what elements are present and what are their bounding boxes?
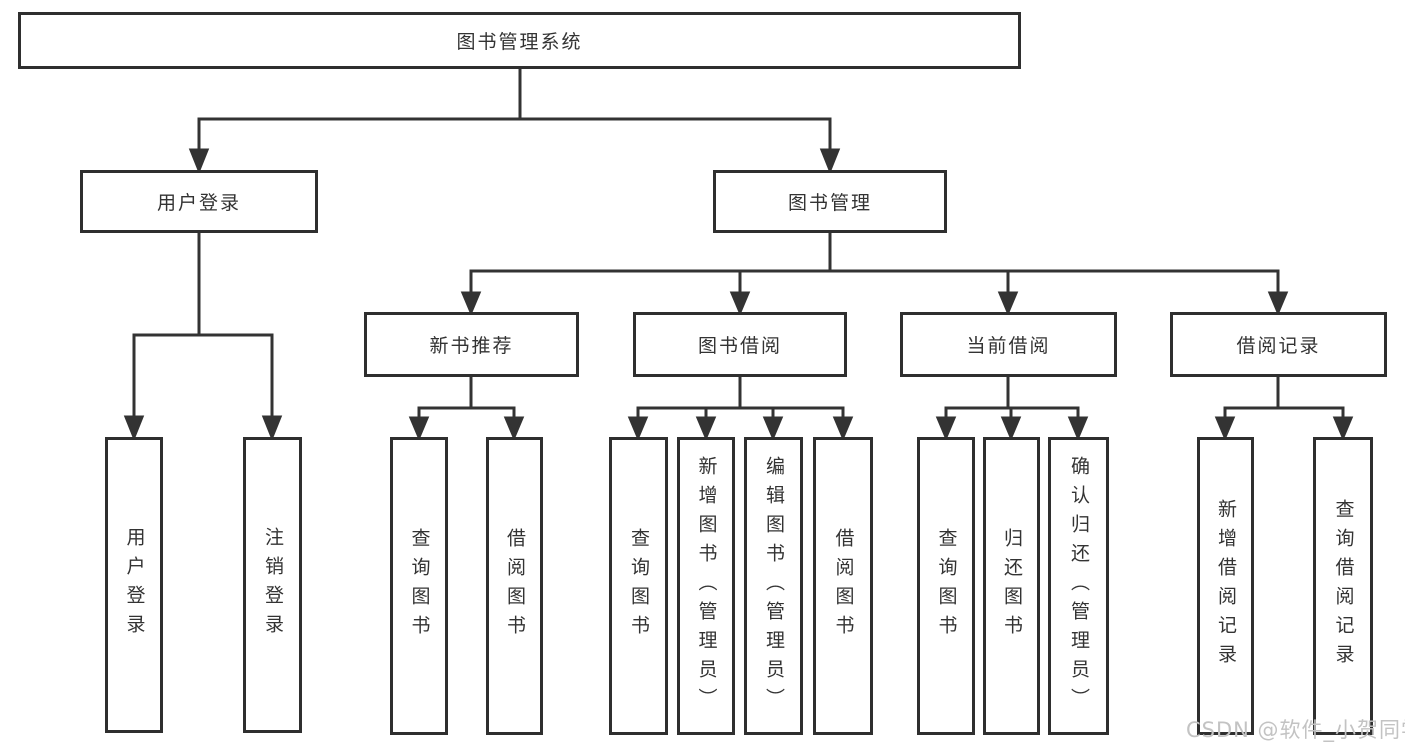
node-borrow-records: 借阅记录 xyxy=(1170,312,1387,377)
leaf-recommend-query-books: 查询图书 xyxy=(390,437,448,735)
connector-book-borrow-to-leaves xyxy=(627,377,854,441)
arrow-down-icon xyxy=(188,148,210,175)
node-user-login: 用户登录 xyxy=(80,170,318,233)
arrow-down-icon xyxy=(997,291,1019,316)
arrow-down-icon xyxy=(1267,291,1289,316)
arrow-down-icon xyxy=(935,416,957,441)
arrow-down-icon xyxy=(1000,416,1022,441)
connector-book-management-to-level3 xyxy=(460,233,1289,316)
arrow-down-icon xyxy=(762,416,784,441)
arrow-down-icon xyxy=(819,148,841,175)
node-book-management: 图书管理 xyxy=(713,170,947,233)
leaf-records-add-record: 新增借阅记录 xyxy=(1197,437,1254,735)
connector-root-to-level2 xyxy=(188,69,841,175)
arrow-down-icon xyxy=(123,415,145,442)
node-new-book-recommend: 新书推荐 xyxy=(364,312,579,377)
leaf-recommend-borrow-books: 借阅图书 xyxy=(486,437,543,735)
leaf-borrow-query-books: 查询图书 xyxy=(609,437,668,735)
leaf-borrow-borrow-books: 借阅图书 xyxy=(813,437,873,735)
arrow-down-icon xyxy=(1214,416,1236,441)
connector-user-login-to-leaves xyxy=(123,233,283,442)
connector-borrow-records-to-leaves xyxy=(1214,377,1354,441)
arrow-down-icon xyxy=(408,416,430,441)
arrow-down-icon xyxy=(261,415,283,442)
arrow-down-icon xyxy=(729,291,751,316)
node-library-management-system: 图书管理系统 xyxy=(18,12,1021,69)
leaf-current-return-books: 归还图书 xyxy=(983,437,1040,735)
leaf-current-confirm-return-admin: 确认归还（管理员） xyxy=(1048,437,1109,735)
connector-new-book-recommend-to-leaves xyxy=(408,377,525,441)
arrow-down-icon xyxy=(695,416,717,441)
leaf-borrow-edit-books-admin: 编辑图书（管理员） xyxy=(744,437,803,735)
leaf-user-login: 用户登录 xyxy=(105,437,163,733)
leaf-borrow-add-books-admin: 新增图书（管理员） xyxy=(677,437,735,735)
arrow-down-icon xyxy=(627,416,649,441)
node-current-borrow: 当前借阅 xyxy=(900,312,1117,377)
connector-current-borrow-to-leaves xyxy=(935,377,1089,441)
leaf-records-query-record: 查询借阅记录 xyxy=(1313,437,1373,735)
arrow-down-icon xyxy=(832,416,854,441)
arrow-down-icon xyxy=(1332,416,1354,441)
arrow-down-icon xyxy=(1067,416,1089,441)
csdn-watermark: CSDN @软件_小贺同学 xyxy=(1186,718,1405,742)
node-book-borrow: 图书借阅 xyxy=(633,312,847,377)
arrow-down-icon xyxy=(460,291,482,316)
arrow-down-icon xyxy=(503,416,525,441)
leaf-current-query-books: 查询图书 xyxy=(917,437,975,735)
leaf-logout: 注销登录 xyxy=(243,437,302,733)
